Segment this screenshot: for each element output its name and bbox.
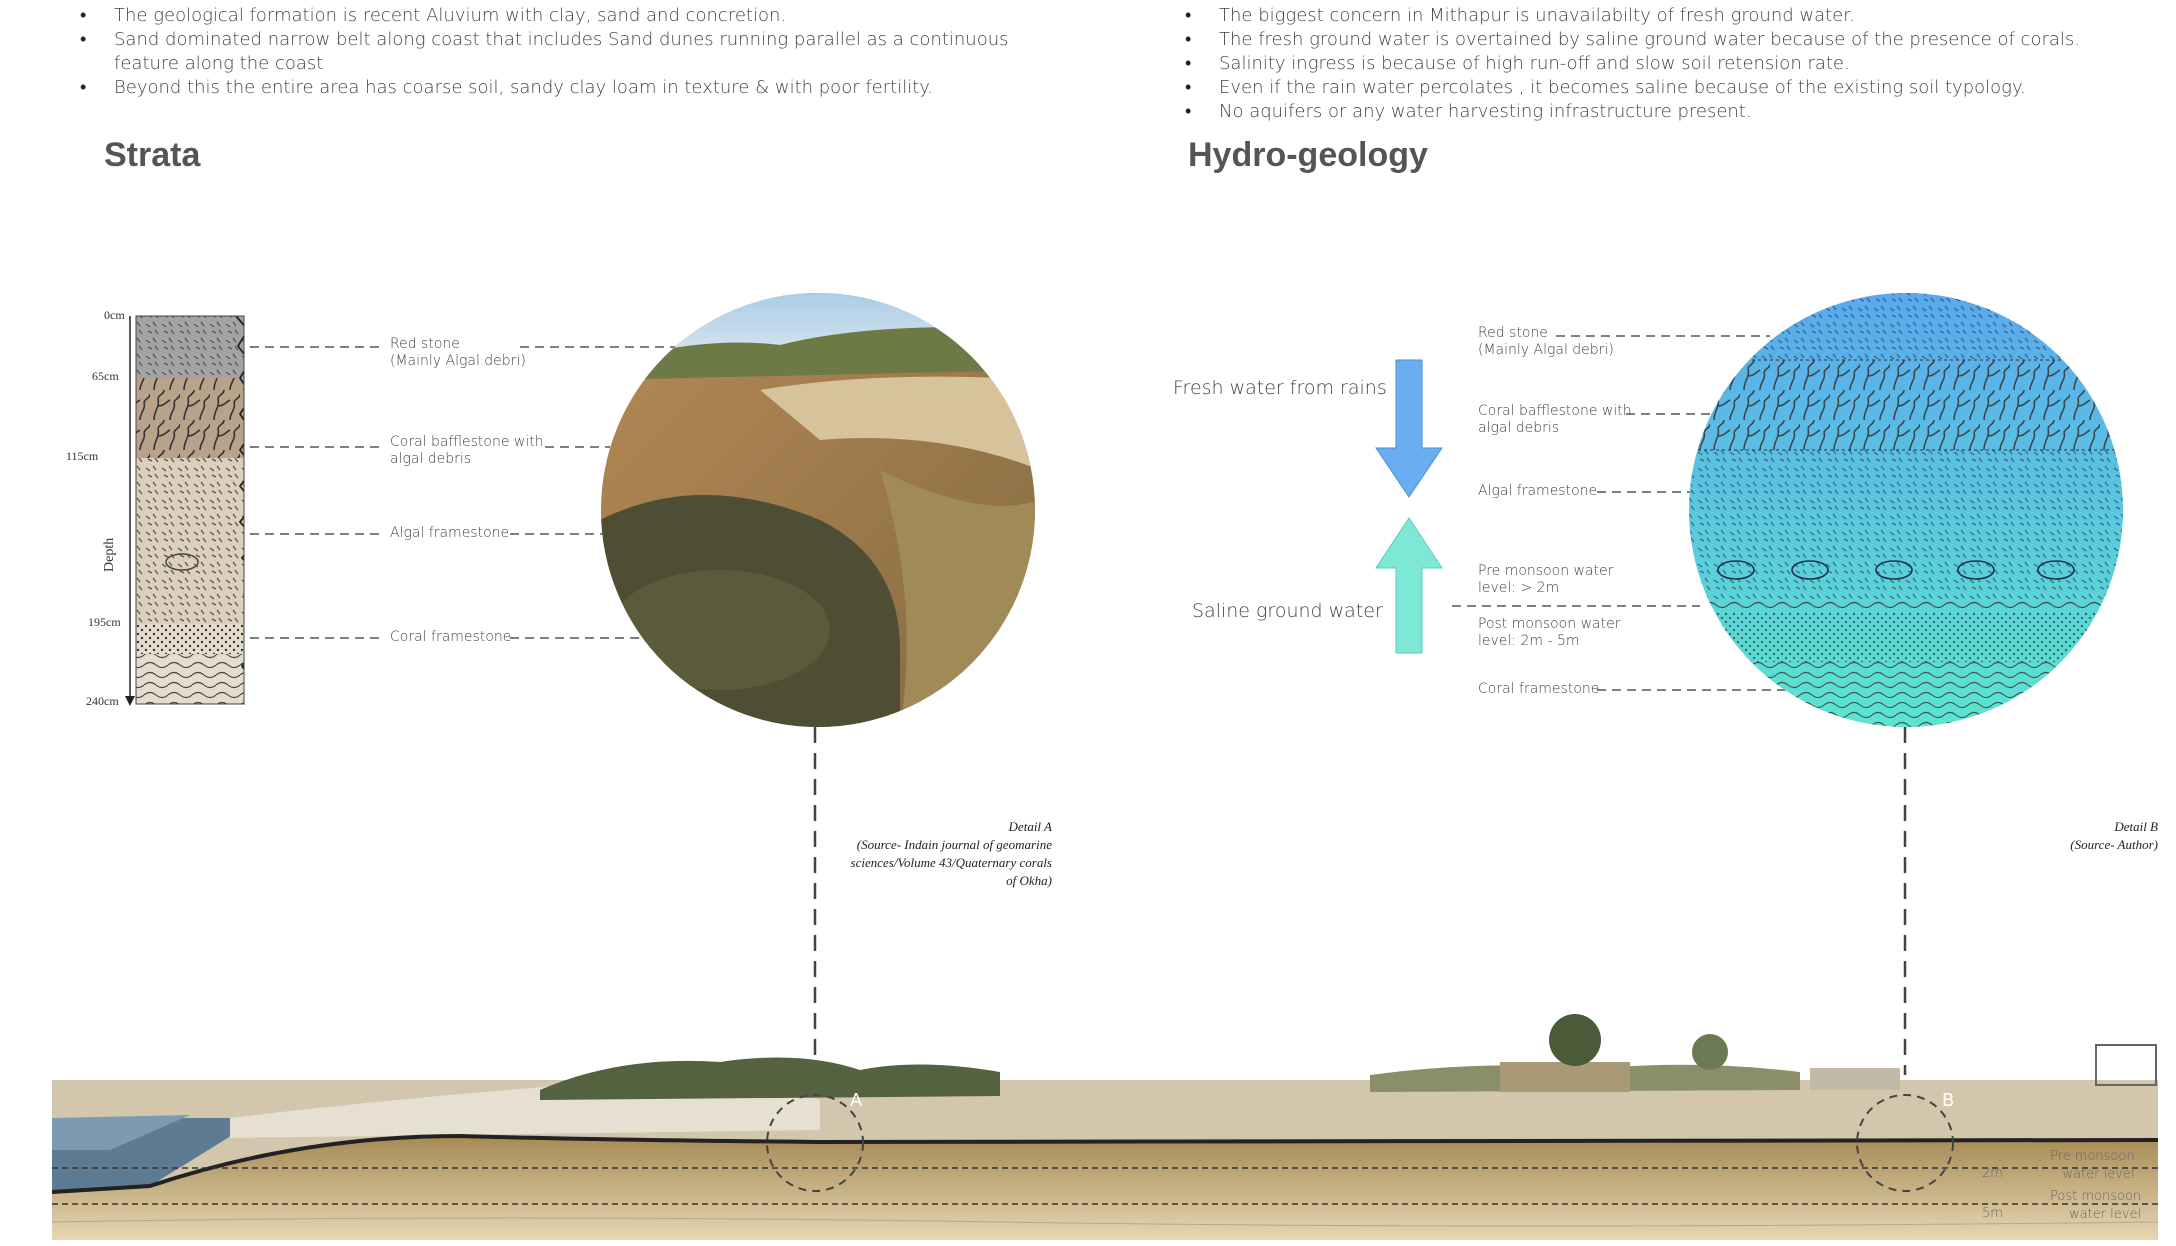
detail-connectors bbox=[813, 727, 1907, 1075]
fresh-water-arrow bbox=[1375, 359, 1443, 498]
strata-label-coral-framestone: Coral framestone bbox=[390, 629, 512, 645]
hydro-circle bbox=[1689, 293, 2123, 727]
depth-tick-0: 0cm bbox=[104, 308, 125, 322]
detail-b-caption: Detail B (Source- Author) bbox=[2070, 819, 2158, 852]
geology-note: The geological formation is recent Aluvi… bbox=[80, 4, 1060, 28]
hydro-label-coral-bafflestone: Coral bafflestone with algal debris bbox=[1478, 403, 1632, 436]
hydro-note: The fresh ground water is overtained by … bbox=[1185, 28, 2145, 52]
hydro-notes: The biggest concern in Mithapur is unava… bbox=[1185, 4, 2145, 124]
fresh-water-label: Fresh water from rains bbox=[1173, 377, 1387, 399]
section-marker-a: A bbox=[850, 1090, 863, 1111]
hydro-note: Salinity ingress is because of high run-… bbox=[1185, 52, 2145, 76]
strata-leaders bbox=[250, 346, 690, 639]
hydro-label-coral-framestone: Coral framestone bbox=[1478, 681, 1600, 697]
hydro-note: No aquifers or any water harvesting infr… bbox=[1185, 100, 2145, 124]
section-marker-b: B bbox=[1942, 1090, 1955, 1111]
depth-tick-115: 115cm bbox=[66, 449, 99, 463]
hydrogeology-heading: Hydro-geology bbox=[1188, 136, 1428, 174]
hydro-label-post-monsoon: Post monsoon water level: 2m - 5m bbox=[1478, 616, 1621, 649]
saline-water-label: Saline ground water bbox=[1192, 600, 1383, 622]
hydro-note: Even if the rain water percolates , it b… bbox=[1185, 76, 2145, 100]
depth-axis-label: Depth bbox=[102, 537, 117, 572]
hydro-label-algal-framestone: Algal framestone bbox=[1478, 483, 1598, 499]
strata-label-algal-framestone: Algal framestone bbox=[390, 525, 510, 541]
hydro-leaders bbox=[1452, 335, 1800, 691]
site-section bbox=[51, 1014, 2159, 1240]
site-photo bbox=[601, 293, 1035, 727]
hydro-note: The biggest concern in Mithapur is unava… bbox=[1185, 4, 2145, 28]
depth-tick-65: 65cm bbox=[92, 369, 119, 383]
strata-label-red-stone: Red stone (Mainly Algal debri) bbox=[390, 336, 526, 369]
depth-tick-240: 240cm bbox=[86, 694, 119, 708]
hydro-label-red-stone: Red stone (Mainly Algal debri) bbox=[1478, 325, 1614, 358]
geology-note: Beyond this the entire area has coarse s… bbox=[80, 76, 1060, 100]
geology-note: Sand dominated narrow belt along coast t… bbox=[80, 28, 1074, 76]
hydro-label-pre-monsoon: Pre monsoon water level: > 2m bbox=[1478, 563, 1614, 596]
pre-monsoon-level-label: Pre monsoon water level bbox=[2050, 1149, 2135, 1182]
post-monsoon-level-label: Post monsoon water level bbox=[2050, 1189, 2142, 1222]
level-2m-label: 2m bbox=[1982, 1166, 2003, 1181]
strata-label-coral-bafflestone: Coral bafflestone with algal debris bbox=[390, 434, 544, 467]
strata-column bbox=[125, 315, 260, 706]
depth-tick-195: 195cm bbox=[88, 615, 121, 629]
detail-a-caption: Detail A (Source- Indain journal of geom… bbox=[850, 819, 1052, 888]
strata-heading: Strata bbox=[104, 136, 201, 174]
geology-notes: The geological formation is recent Aluvi… bbox=[80, 4, 1060, 100]
saline-water-arrow bbox=[1375, 517, 1443, 654]
level-5m-label: 5m bbox=[1982, 1206, 2003, 1221]
